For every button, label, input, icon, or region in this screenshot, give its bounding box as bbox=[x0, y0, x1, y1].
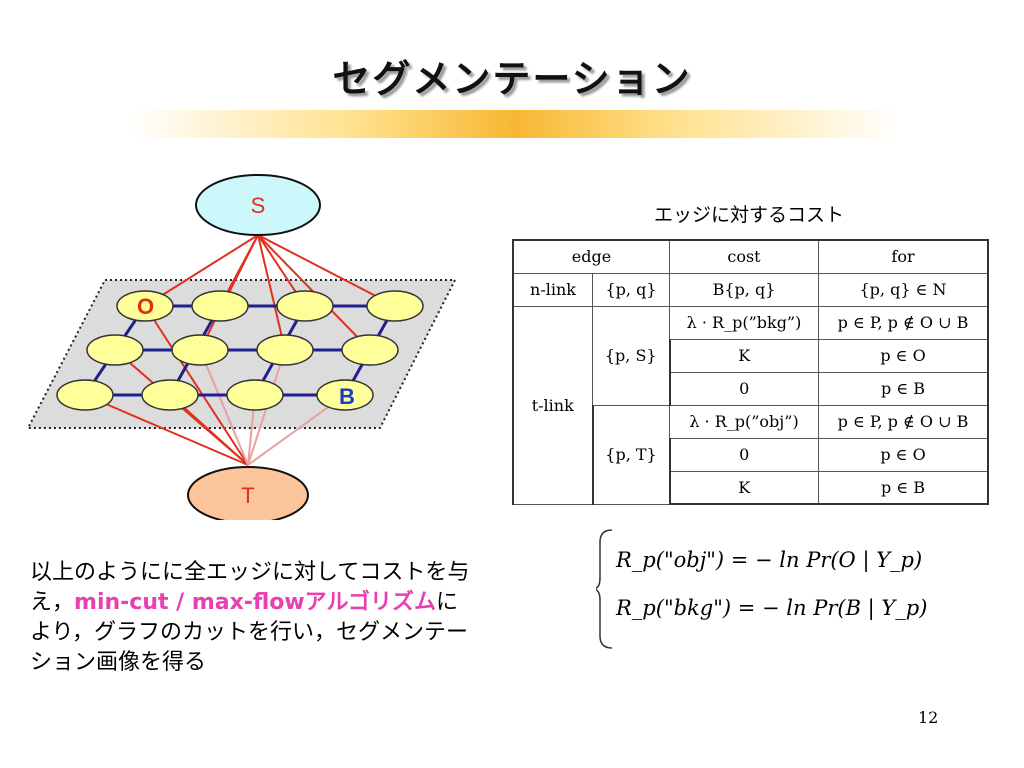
tlink-sink-pair: {p, T} bbox=[591, 404, 670, 505]
header-cost: cost bbox=[669, 239, 819, 274]
tlink-cost-cell: K bbox=[668, 470, 819, 505]
bkg-formula: R_p("bkg") = − ln Pr(B | Y_p) bbox=[616, 596, 928, 620]
pixel-node bbox=[341, 334, 399, 366]
edge-cost-table: edge cost for n-link {p, q} B{p, q} {p, … bbox=[512, 239, 989, 505]
title-underline-bar bbox=[130, 110, 900, 138]
region-term-formulas: R_p("obj") = − ln Pr(O | Y_p) R_p("bkg")… bbox=[596, 528, 936, 650]
table-row: 0 p ∈ O bbox=[513, 437, 989, 472]
tlink-cost-cell: λ · R_p(”bkg”) bbox=[669, 305, 819, 340]
tlink-cost-cell: 0 bbox=[668, 371, 819, 406]
header-for: for bbox=[818, 239, 989, 274]
tlink-cost-cell: 0 bbox=[668, 437, 819, 472]
nlink-pair: {p, q} bbox=[592, 272, 670, 307]
object-seed-label: O bbox=[137, 294, 154, 319]
sink-node-label: T bbox=[241, 483, 254, 508]
slide-title: セグメンテーション bbox=[332, 57, 692, 101]
left-brace bbox=[596, 529, 613, 649]
description-part2: により，グラフのカットを行い，セグメンテーション画像を得る bbox=[30, 590, 469, 675]
pixel-node bbox=[56, 379, 114, 411]
table-caption: エッジに対するコスト bbox=[653, 204, 844, 226]
source-node-label: S bbox=[251, 193, 266, 218]
tlink-condition-cell: p ∈ B bbox=[818, 470, 989, 505]
tlink-condition-cell: p ∈ O bbox=[818, 338, 989, 373]
tlink-condition-cell: p ∈ P, p ∉ O ∪ B bbox=[818, 305, 989, 340]
pixel-node bbox=[86, 334, 144, 366]
table-row: K p ∈ O bbox=[513, 338, 989, 373]
pixel-node bbox=[276, 290, 334, 322]
pixel-node bbox=[226, 379, 284, 411]
sink-node bbox=[187, 466, 309, 520]
pixel-node bbox=[116, 290, 174, 322]
tlink-label: t-link bbox=[512, 305, 593, 505]
nlink-label: n-link bbox=[512, 272, 593, 307]
table-row: t-link {p, S} λ · R_p(”bkg”) p ∈ P, p ∉ … bbox=[512, 305, 989, 505]
table-row: 0 p ∈ B bbox=[513, 371, 989, 406]
nlink-cost: B{p, q} bbox=[669, 272, 819, 307]
table-row: K p ∈ B bbox=[513, 470, 989, 505]
tlink-condition-cell: p ∈ O bbox=[818, 437, 989, 472]
tlink-condition-cell: p ∈ B bbox=[818, 371, 989, 406]
graph-cut-diagram: O B S T bbox=[26, 174, 457, 520]
tlink-cost-cell: K bbox=[668, 338, 819, 373]
pixel-node bbox=[191, 290, 249, 322]
pixel-nodes bbox=[56, 290, 424, 411]
tlink-condition-cell: p ∈ P, p ∉ O ∪ B bbox=[818, 404, 989, 439]
table-header-row: edge cost for bbox=[512, 239, 989, 274]
obj-formula: R_p("obj") = − ln Pr(O | Y_p) bbox=[616, 548, 923, 572]
background-seed-label: B bbox=[339, 384, 355, 409]
table-row: n-link {p, q} B{p, q} {p, q} ∈ N bbox=[512, 272, 989, 307]
tlink-source-pair: {p, S} bbox=[592, 305, 670, 406]
pixel-node bbox=[366, 290, 424, 322]
description-text: 以上のようにに全エッジに対してコストを与え，min-cut / max-flow… bbox=[30, 558, 470, 678]
tlink-cost-cell: λ · R_p(”obj”) bbox=[669, 404, 819, 439]
page-number: 12 bbox=[918, 708, 939, 727]
pixel-node bbox=[171, 334, 229, 366]
description-part1: 以上のようにに全エッジに対してコストを与え， bbox=[30, 560, 470, 615]
source-node bbox=[195, 174, 321, 236]
algorithm-highlight: min-cut / max-flowアルゴリズム bbox=[74, 590, 437, 615]
nlink-condition: {p, q} ∈ N bbox=[818, 272, 989, 307]
header-edge: edge bbox=[512, 239, 670, 274]
pixel-node bbox=[316, 379, 374, 411]
pixel-node bbox=[141, 379, 199, 411]
table-row: {p, T} λ · R_p(”obj”) p ∈ P, p ∉ O ∪ B bbox=[513, 404, 989, 505]
pixel-node bbox=[256, 334, 314, 366]
